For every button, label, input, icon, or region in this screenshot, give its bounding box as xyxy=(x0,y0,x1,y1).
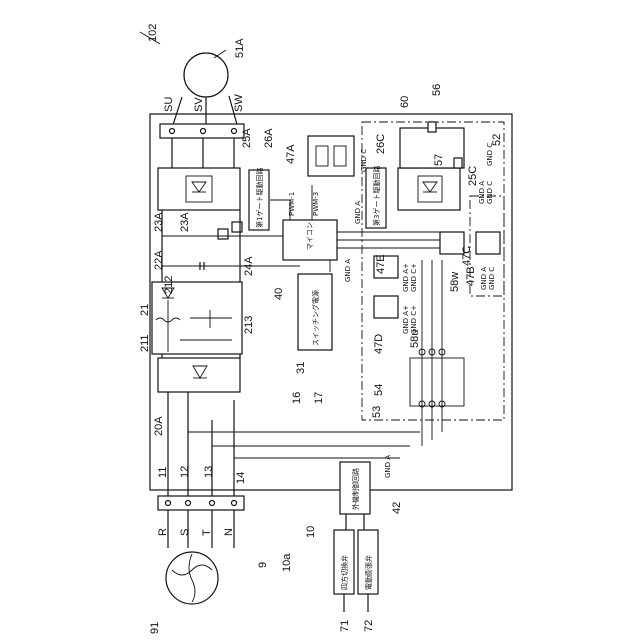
label-211: 211 xyxy=(139,334,151,352)
svg-text:GND C+: GND C+ xyxy=(410,263,418,292)
label-53: 53 xyxy=(371,406,383,418)
label-12: 12 xyxy=(179,466,191,478)
label-23a-right: 23A xyxy=(179,212,191,232)
label-25c: 25C xyxy=(467,166,479,186)
label-13: 13 xyxy=(203,466,215,478)
label-51a: 51A xyxy=(234,38,246,58)
label-57: 57 xyxy=(433,154,445,166)
pwm3-label: PWM-3 xyxy=(312,192,320,216)
label-16: 16 xyxy=(291,392,303,404)
label-14: 14 xyxy=(235,472,247,484)
outdoor-control-label: 外機制御回路 xyxy=(351,468,360,510)
label-58w: 58w xyxy=(449,272,461,292)
svg-text:GND A: GND A xyxy=(344,259,352,282)
label-24a: 24A xyxy=(243,256,255,276)
four-way-valve-label: 四方切換弁 xyxy=(340,555,349,590)
micon-label: マイコン xyxy=(306,222,314,250)
label-n: N xyxy=(223,528,235,536)
photocoupler-47a xyxy=(308,136,354,176)
sensor-57 xyxy=(454,158,462,168)
current-sensor-53-54 xyxy=(410,358,464,406)
motor-circle xyxy=(184,53,228,97)
sensor-23a xyxy=(218,229,228,239)
label-72: 72 xyxy=(363,620,375,632)
svg-text:GND A+: GND A+ xyxy=(402,263,410,292)
label-23a: 23A xyxy=(153,212,165,232)
label-47a: 47A xyxy=(285,144,297,164)
label-60: 60 xyxy=(399,96,411,108)
label-10a: 10a xyxy=(281,553,293,572)
expansion-valve-label: 電動膨張弁 xyxy=(364,555,373,590)
svg-text:GND A: GND A xyxy=(480,267,488,290)
label-58u: 58u xyxy=(409,330,421,348)
svg-text:GND C+: GND C+ xyxy=(410,305,418,334)
label-20a: 20A xyxy=(153,416,165,436)
label-26c: 26C xyxy=(375,134,387,154)
gate-drive-3-label: 第3ゲート駆動回路 xyxy=(372,166,381,226)
rectifier-20a xyxy=(158,358,240,392)
label-10: 10 xyxy=(305,526,317,538)
pwm1-label: PWM-1 xyxy=(288,192,296,216)
label-40: 40 xyxy=(273,288,285,300)
label-91: 91 xyxy=(149,622,161,634)
label-213: 213 xyxy=(243,316,255,334)
label-54: 54 xyxy=(373,384,385,396)
svg-text:GND A+: GND A+ xyxy=(402,305,410,334)
label-17: 17 xyxy=(313,392,325,404)
inverter-25c xyxy=(398,168,460,210)
inverter-25a xyxy=(158,168,240,210)
label-26a: 26A xyxy=(263,128,275,148)
label-r: R xyxy=(157,528,169,536)
svg-text:GND C: GND C xyxy=(488,267,496,290)
label-sw: SW xyxy=(233,94,245,112)
svg-text:GND A: GND A xyxy=(384,455,392,478)
label-47c: 47C xyxy=(461,246,473,266)
label-21: 21 xyxy=(139,304,151,316)
label-42: 42 xyxy=(391,502,403,514)
label-47b: 47B xyxy=(465,266,477,286)
label-11: 11 xyxy=(157,467,169,478)
label-52: 52 xyxy=(491,134,503,146)
label-47e: 47E xyxy=(375,254,387,274)
sensor-56 xyxy=(428,122,436,132)
label-31: 31 xyxy=(295,362,307,374)
photocoupler-47b xyxy=(476,232,500,254)
svg-text:GND C: GND C xyxy=(486,181,494,204)
switching-power-label: スイッチング電源 xyxy=(311,290,320,346)
label-22a: 22A xyxy=(153,250,165,270)
svg-text:GND A: GND A xyxy=(354,201,362,224)
label-sv: SV xyxy=(193,97,205,112)
label-9: 9 xyxy=(257,562,269,568)
label-t: T xyxy=(201,529,213,536)
label-su: SU xyxy=(163,97,175,112)
label-25a: 25A xyxy=(241,128,253,148)
gate-drive-1-label: 第1ゲート駆動回路 xyxy=(255,168,264,228)
label-102: 102 xyxy=(147,24,159,42)
label-71: 71 xyxy=(339,620,351,632)
photocoupler-47d xyxy=(374,296,398,318)
label-47d: 47D xyxy=(373,334,385,354)
label-212: 212 xyxy=(163,276,175,294)
power-source-91 xyxy=(166,552,218,604)
label-56: 56 xyxy=(431,84,443,96)
label-s: S xyxy=(179,529,191,536)
svg-text:GND A: GND A xyxy=(478,181,486,204)
